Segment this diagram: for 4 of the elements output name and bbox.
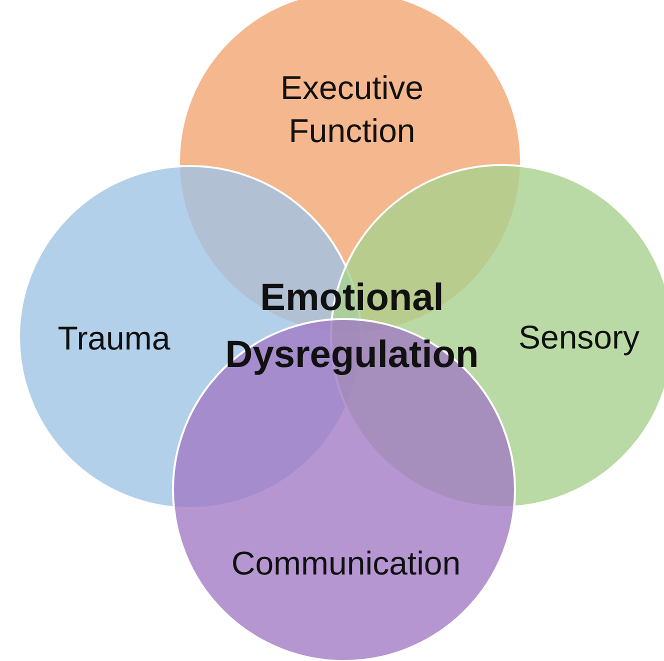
- circle-label: Executive Function: [279, 68, 425, 151]
- circle-label: Sensory: [518, 318, 640, 358]
- circle-label: Communication: [231, 544, 461, 584]
- circle-label: Trauma: [58, 318, 170, 359]
